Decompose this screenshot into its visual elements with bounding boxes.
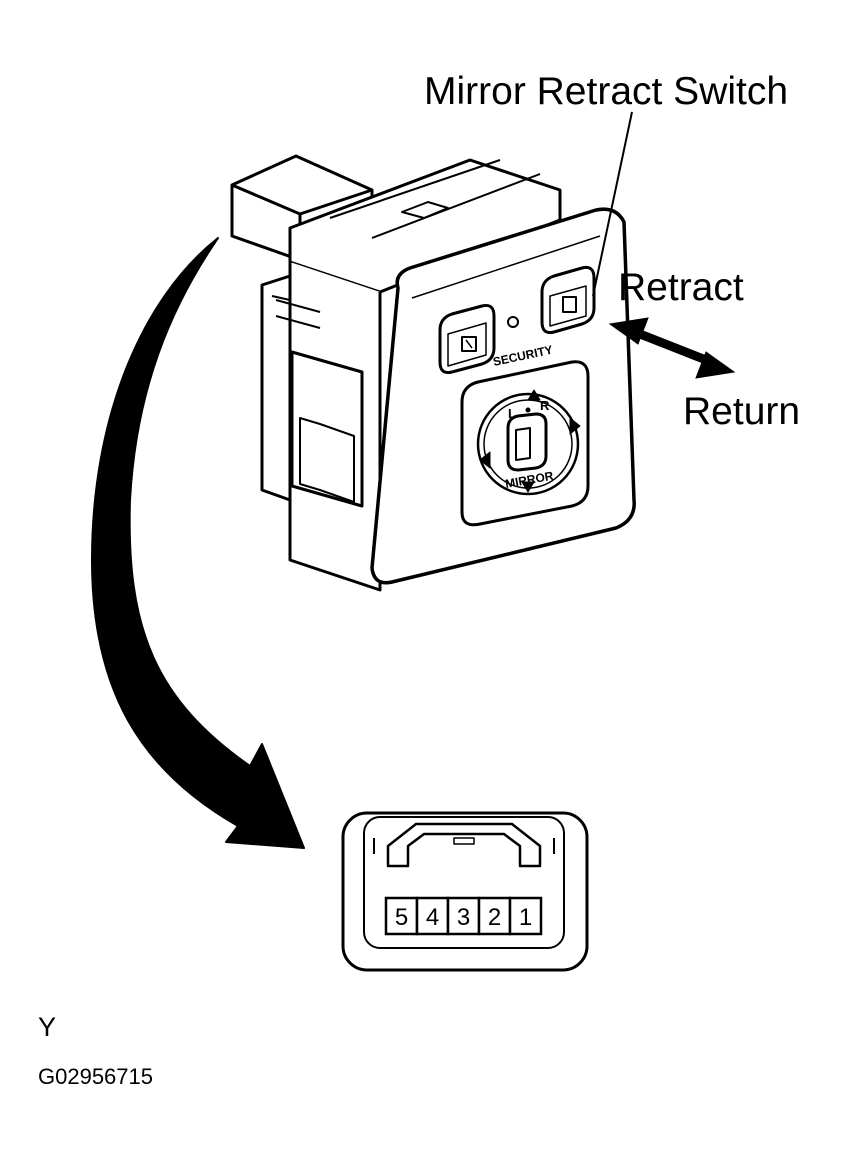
- connector-terminal-number: 1: [519, 904, 532, 931]
- arrow-left-icon: [479, 451, 491, 469]
- security-indicator: [507, 316, 519, 328]
- connector-terminal: 5: [384, 896, 419, 936]
- mirror-left-text: L: [508, 406, 516, 421]
- switch-housing: [230, 154, 562, 592]
- connector-terminal: 2: [477, 896, 512, 936]
- view-label: Y: [38, 1012, 57, 1042]
- connector-terminal: 4: [415, 896, 450, 936]
- leader-line: [592, 111, 633, 297]
- arrow-up-icon: [527, 389, 541, 401]
- arrow-right-icon: [569, 417, 581, 435]
- connector-terminal-number: 4: [426, 904, 439, 931]
- mirror-adjust-pad: [460, 360, 590, 527]
- fold-button: [438, 304, 496, 374]
- curved-arrow: [91, 237, 305, 849]
- connector-terminal-number: 5: [395, 904, 408, 931]
- return-label: Return: [683, 390, 801, 433]
- connector-terminal-number: 3: [457, 904, 470, 931]
- mirror-retract-switch-label: Mirror Retract Switch: [424, 70, 789, 113]
- connector-terminal: 3: [446, 896, 481, 936]
- figure-code: G02956715: [38, 1064, 153, 1089]
- retract-label: Retract: [618, 266, 744, 309]
- retract-button: [540, 266, 596, 334]
- arrow-down-icon: [521, 481, 535, 493]
- connector-terminal-number: 2: [488, 904, 501, 931]
- connector-housing: [341, 811, 589, 972]
- connector-terminal: 1: [508, 896, 543, 936]
- mirror-right-text: R: [540, 398, 550, 413]
- retract-return-arrow: [608, 317, 736, 379]
